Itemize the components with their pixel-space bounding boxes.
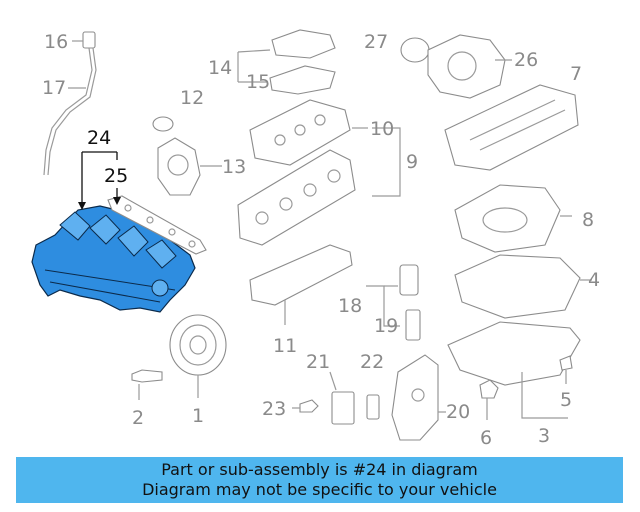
- callout-23: 23: [262, 398, 286, 420]
- callout-13: 13: [222, 156, 246, 178]
- upper-pan-part: [444, 84, 579, 171]
- pulley-part: [131, 314, 227, 400]
- callout-1: 1: [192, 405, 204, 427]
- callout-11: 11: [273, 335, 297, 357]
- pan-gasket-part: [454, 254, 592, 319]
- valve-cover-part: [249, 99, 368, 166]
- banner-line-1: Part or sub-assembly is #24 in diagram: [161, 460, 478, 479]
- cover-part: [152, 116, 222, 196]
- callout-27: 27: [364, 31, 388, 53]
- lower-pan-part: [447, 321, 581, 420]
- callout-16: 16: [44, 31, 68, 53]
- callout-4: 4: [588, 269, 600, 291]
- callout-labels: 1 2 3 4 5 6 7 8 9 10 11 12 13 14 15 16 1…: [42, 31, 600, 449]
- callout-10: 10: [370, 118, 394, 140]
- callout-3: 3: [538, 425, 550, 447]
- callout-26: 26: [514, 49, 538, 71]
- callout-5: 5: [560, 389, 572, 411]
- callout-21: 21: [306, 351, 330, 373]
- parts-diagram: 1 2 3 4 5 6 7 8 9 10 11 12 13 14 15 16 1…: [31, 29, 600, 449]
- callout-22: 22: [360, 351, 384, 373]
- intake-manifold-part[interactable]: [31, 205, 196, 313]
- callout-12: 12: [180, 87, 204, 109]
- callout-20: 20: [446, 401, 470, 423]
- callout-6: 6: [480, 427, 492, 449]
- callout-7: 7: [570, 63, 582, 85]
- callout-24: 24: [87, 127, 111, 149]
- banner-line-2: Diagram may not be specific to your vehi…: [142, 480, 497, 499]
- callout-8: 8: [582, 209, 594, 231]
- info-banner: Part or sub-assembly is #24 in diagram D…: [16, 457, 623, 503]
- callout-15: 15: [246, 71, 270, 93]
- head-gasket-part: [249, 244, 353, 325]
- callout-14: 14: [208, 57, 232, 79]
- baffle-part: [454, 184, 572, 253]
- manifold-gasket-part: [107, 195, 207, 255]
- pump-part: [400, 34, 512, 99]
- callout-2: 2: [132, 407, 144, 429]
- oil-cooler-part: [292, 354, 446, 441]
- callout-19: 19: [374, 315, 398, 337]
- dipstick-part: [43, 31, 97, 176]
- callout-18: 18: [338, 295, 362, 317]
- callout-25: 25: [104, 165, 128, 187]
- callout-17: 17: [42, 77, 66, 99]
- oil-filter-part: [366, 264, 421, 341]
- callout-9: 9: [406, 151, 418, 173]
- cylinder-head-part: [237, 127, 401, 246]
- cover-plate-part: [237, 29, 336, 95]
- callout-24-25-leaders: [78, 151, 121, 210]
